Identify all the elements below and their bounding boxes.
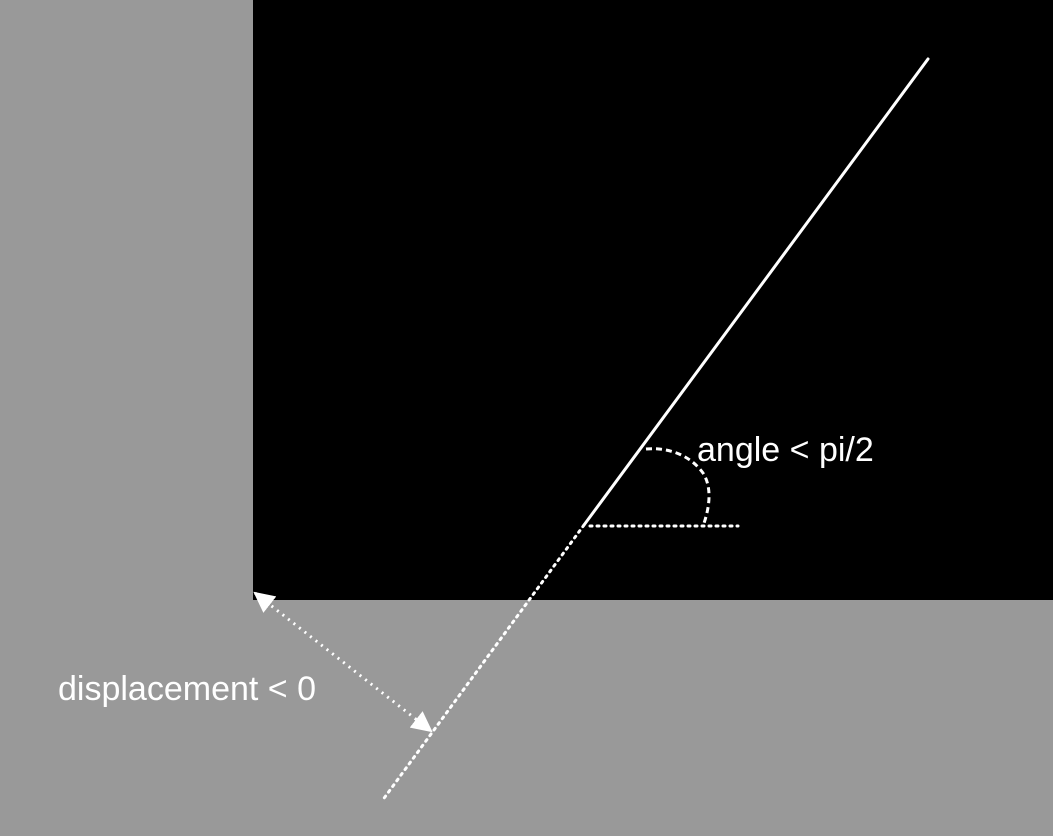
- angle-label: angle < pi/2: [697, 431, 874, 469]
- solid-line: [582, 57, 930, 527]
- black-region: [253, 0, 1053, 600]
- displacement-label: displacement < 0: [58, 670, 316, 708]
- dotted-line-extension: [380, 523, 586, 803]
- angle-arc: [645, 447, 711, 527]
